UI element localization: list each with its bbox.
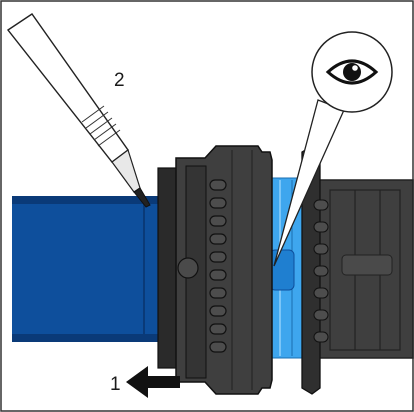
collar-slot [313,331,329,343]
coupling-right-collar [301,145,329,395]
pipe-body [12,196,162,342]
pipe [12,196,162,342]
coupling-body [157,145,273,395]
fitting-right-window [341,254,393,276]
coupling-bolt-head [177,257,199,279]
eye-icon [325,59,379,85]
collar-slots [313,199,329,343]
collar-slot [313,309,329,321]
coupling-slot [209,341,227,353]
coupling-slot [209,179,227,191]
coupling-slot [209,269,227,281]
pen-tip [133,187,151,208]
step-label-1: 1 [110,374,121,395]
coupling-slot [209,305,227,317]
pen-grip [81,105,121,147]
coupling-slot [209,287,227,299]
collar-slot [313,243,329,255]
ring-inspection-window [269,249,295,291]
coupling-slot [209,251,227,263]
collar-slot [313,265,329,277]
fitting-right-outline [329,189,401,351]
collar-slot [313,221,329,233]
collar-slot [313,287,329,299]
arrow-left-icon [126,366,180,398]
coupling-slot [209,323,227,335]
marker-pen [6,13,151,208]
coupling-slot [209,197,227,209]
collar-slot [313,199,329,211]
coupling-slot [209,233,227,245]
coupling-slot [209,215,227,227]
inspection-callout [273,31,393,267]
coupling-slots [209,179,227,353]
pipe-bottom-shadow [12,334,162,342]
step-label-2: 2 [114,70,125,91]
pipe-top-shadow [12,196,162,204]
fitting-right-body [317,179,414,359]
